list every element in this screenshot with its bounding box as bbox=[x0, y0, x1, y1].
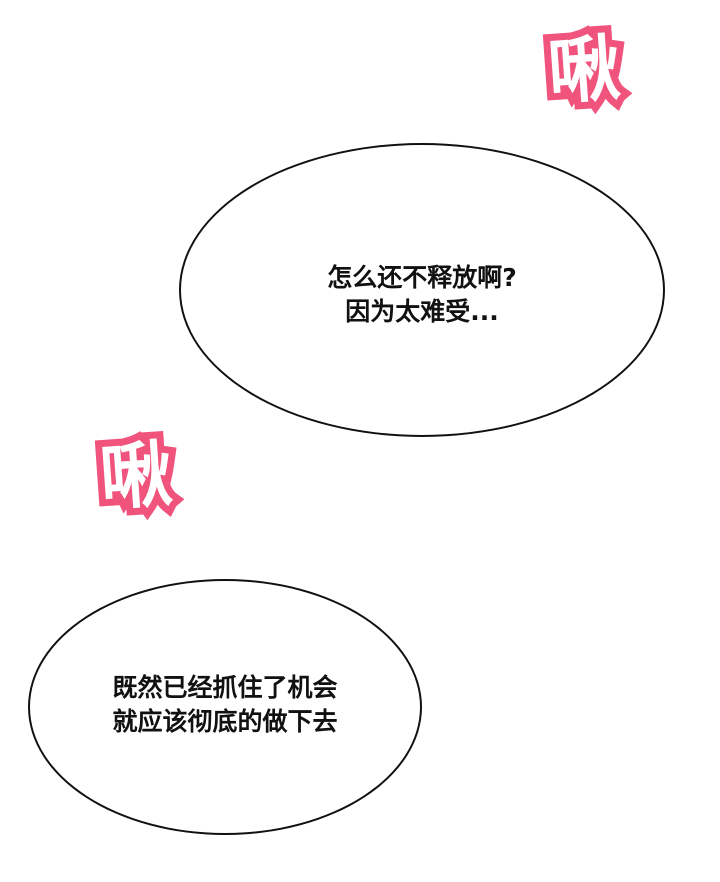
bubble-text-2: 既然已经抓住了机会 就应该彻底的做下去 bbox=[112, 673, 338, 736]
sfx-top-right: 啾 bbox=[538, 19, 630, 122]
speech-bubble-2: 既然已经抓住了机会 就应该彻底的做下去 bbox=[28, 579, 422, 835]
sfx-middle-left: 啾 bbox=[90, 425, 182, 528]
bubble-text-1: 怎么还不释放啊? 因为太难受... bbox=[327, 263, 517, 326]
sfx-text: 啾 bbox=[538, 19, 630, 122]
speech-bubble-1: 怎么还不释放啊? 因为太难受... bbox=[179, 143, 665, 437]
sfx-text: 啾 bbox=[90, 425, 182, 528]
